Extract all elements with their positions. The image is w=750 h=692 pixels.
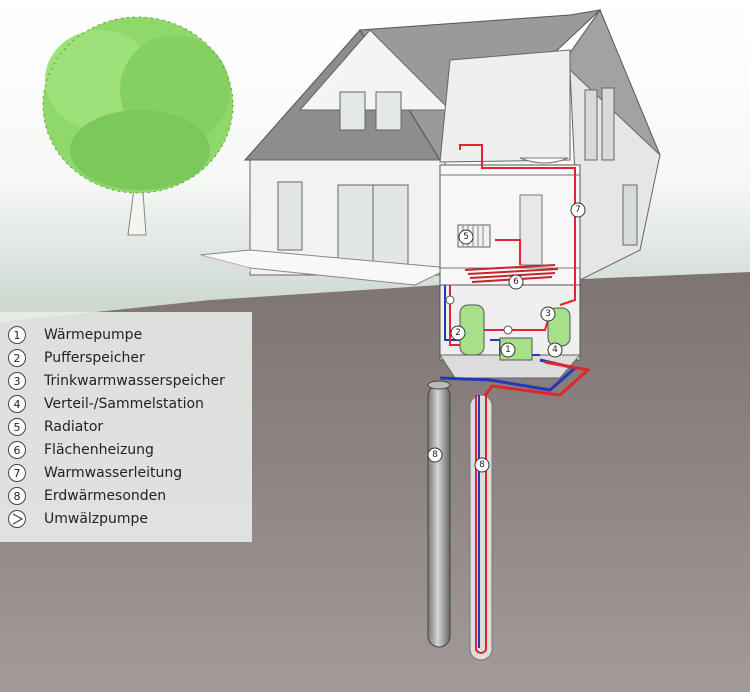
legend-number: 4 [8,395,26,413]
legend-number: 3 [8,372,26,390]
legend-label: Verteil-/Sammelstation [44,396,204,412]
marker-probe-left: 8 [427,447,443,463]
legend-item: 3 Trinkwarmwasserspeicher [8,370,225,392]
legend-number: 2 [8,349,26,367]
svg-text:8: 8 [479,460,485,470]
legend-number: 7 [8,464,26,482]
legend-label: Warmwasserleitung [44,465,183,481]
legend-label: Erdwärmesonden [44,488,167,504]
legend-item: 6 Flächenheizung [8,439,154,461]
legend-item: 5 Radiator [8,416,103,438]
legend-item: 2 Pufferspeicher [8,347,145,369]
svg-text:1: 1 [505,345,511,355]
legend-label: Radiator [44,419,104,435]
legend-label: Trinkwarmwasserspeicher [44,373,225,389]
svg-text:2: 2 [455,328,461,338]
legend-panel: 1 Wärmepumpe 2 Pufferspeicher 3 Trinkwar… [0,312,252,542]
legend-item: Umwälzpumpe [8,508,148,530]
probe-left [427,380,451,648]
marker-buffer-tank: 2 [450,325,466,341]
circulation-pump-icon [445,295,455,305]
marker-heat-pump: 1 [500,342,516,358]
legend-label: Wärmepumpe [44,327,143,343]
marker-hot-water-line: 7 [570,202,586,218]
marker-floor-heating: 6 [508,274,524,290]
svg-text:3: 3 [545,309,551,319]
legend-item: 7 Warmwasserleitung [8,462,182,484]
svg-text:6: 6 [513,277,519,287]
legend-number: 6 [8,441,26,459]
legend-label: Umwälzpumpe [44,511,149,527]
legend-label: Flächenheizung [44,442,154,458]
svg-text:8: 8 [432,450,438,460]
svg-text:4: 4 [552,345,558,355]
marker-radiator: 5 [458,229,474,245]
circulation-pump-icon [503,325,513,335]
svg-text:5: 5 [463,232,469,242]
tree [42,16,234,236]
legend-number: 8 [8,487,26,505]
legend-number: 5 [8,418,26,436]
svg-text:7: 7 [575,205,581,215]
legend-item: 8 Erdwärmesonden [8,485,166,507]
pump-symbol-icon [8,510,26,528]
probe-right [469,394,493,661]
marker-distribution: 4 [547,342,563,358]
marker-dhw-tank: 3 [540,306,556,322]
marker-probe-right: 8 [474,457,490,473]
legend-item: 4 Verteil-/Sammelstation [8,393,204,415]
legend-number: 1 [8,326,26,344]
legend-label: Pufferspeicher [44,350,145,366]
legend-item: 1 Wärmepumpe [8,324,142,346]
